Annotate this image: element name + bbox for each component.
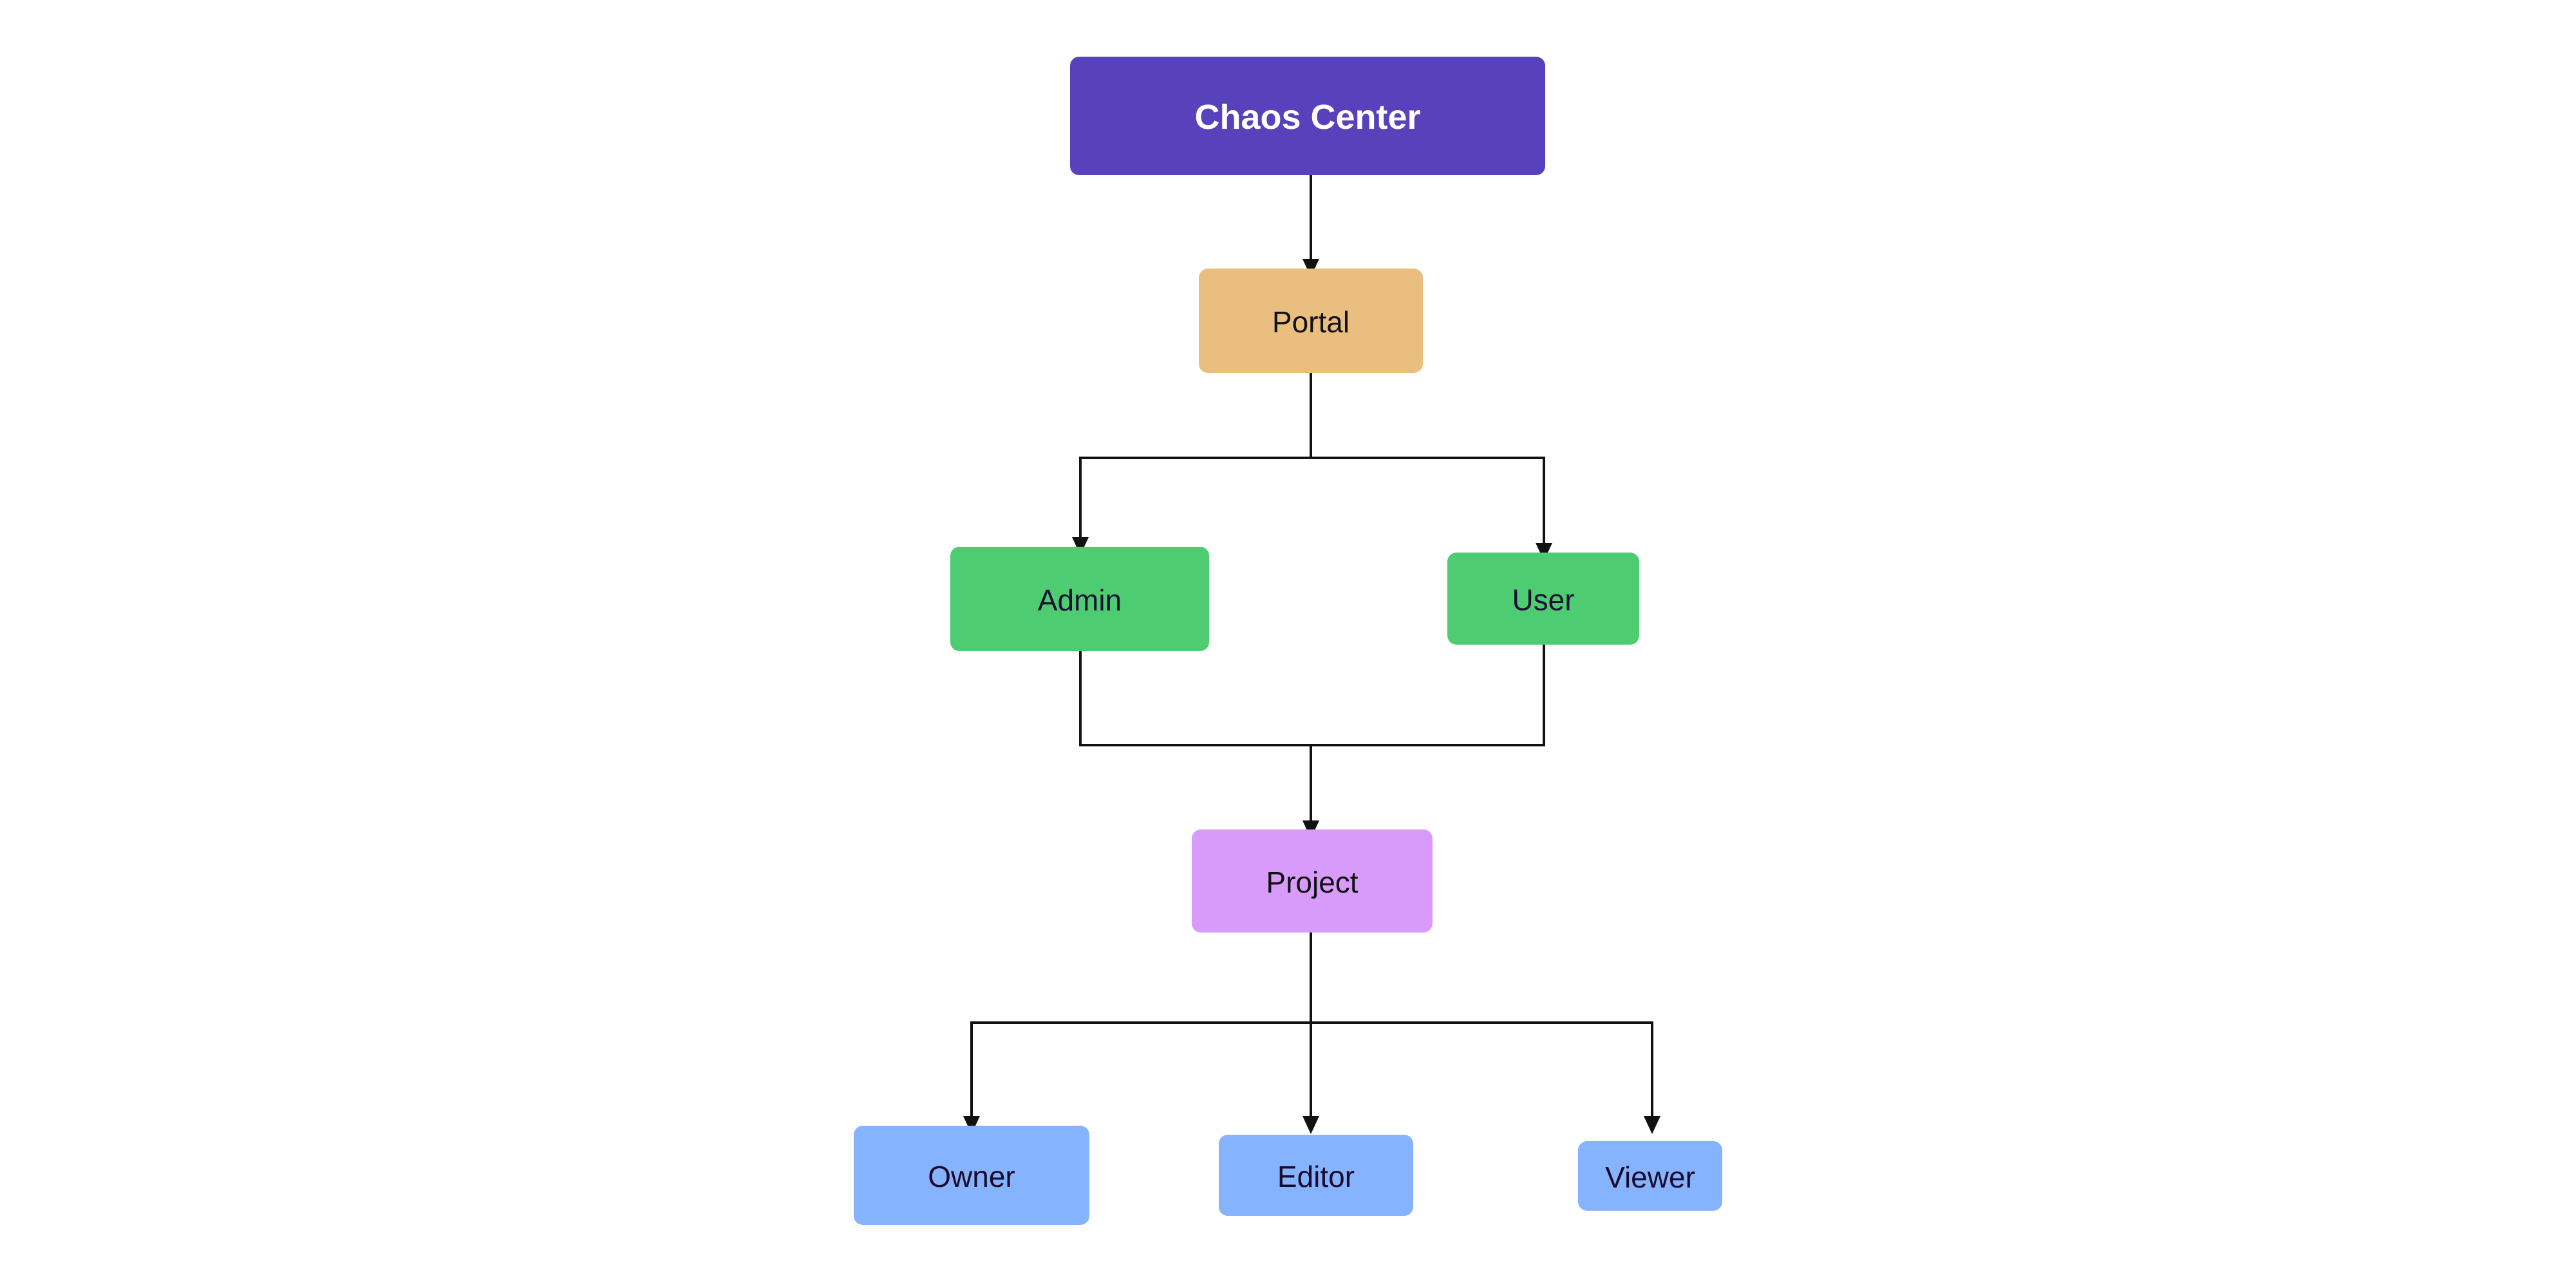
node-project-box[interactable] [1192, 829, 1433, 933]
edge-portal-to-admin [1072, 373, 1312, 555]
edge-line [1079, 373, 1312, 538]
edge-line [1079, 651, 1312, 822]
node-chaos-center-box[interactable] [1070, 57, 1545, 175]
edges-layer [963, 175, 1660, 1134]
node-portal[interactable]: Portal [1199, 269, 1423, 373]
node-admin[interactable]: Admin [950, 547, 1209, 651]
arrow-head-icon [963, 1116, 980, 1134]
edge-line [1310, 933, 1653, 1117]
node-admin-label: Admin [1038, 583, 1122, 617]
arrow-head-icon [1302, 1116, 1319, 1134]
node-project[interactable]: Project [1192, 829, 1433, 933]
node-user[interactable]: User [1447, 553, 1639, 645]
edge-portal-to-user [1310, 373, 1552, 561]
edge-project-to-owner [963, 933, 1312, 1134]
node-viewer[interactable]: Viewer [1578, 1141, 1722, 1211]
node-editor-label: Editor [1277, 1160, 1355, 1193]
arrow-head-icon [1072, 537, 1089, 555]
node-user-box[interactable] [1447, 553, 1639, 645]
node-viewer-box[interactable] [1578, 1141, 1722, 1211]
node-viewer-label: Viewer [1605, 1160, 1695, 1194]
node-chaos-center-label: Chaos Center [1194, 98, 1420, 137]
arrow-head-icon [1302, 259, 1319, 277]
arrow-head-icon [1536, 543, 1552, 561]
edge-user-to-project [1302, 645, 1545, 838]
node-project-label: Project [1266, 866, 1358, 899]
edge-admin-to-project [1079, 651, 1319, 838]
node-owner[interactable]: Owner [854, 1126, 1089, 1225]
arrow-head-icon [1644, 1116, 1660, 1134]
node-admin-box[interactable] [950, 547, 1209, 651]
node-portal-label: Portal [1272, 305, 1349, 339]
node-editor-box[interactable] [1219, 1135, 1413, 1216]
node-owner-label: Owner [928, 1160, 1015, 1193]
node-user-label: User [1512, 583, 1574, 617]
node-owner-box[interactable] [854, 1126, 1089, 1225]
node-editor[interactable]: Editor [1219, 1135, 1413, 1216]
edge-line [1310, 645, 1545, 822]
node-chaos-center[interactable]: Chaos Center [1070, 57, 1545, 175]
edge-line [970, 933, 1312, 1117]
edge-project-to-viewer [1310, 933, 1660, 1134]
edge-chaos-center-to-portal [1302, 175, 1319, 277]
edge-line [1310, 373, 1545, 544]
node-portal-box[interactable] [1199, 269, 1423, 373]
